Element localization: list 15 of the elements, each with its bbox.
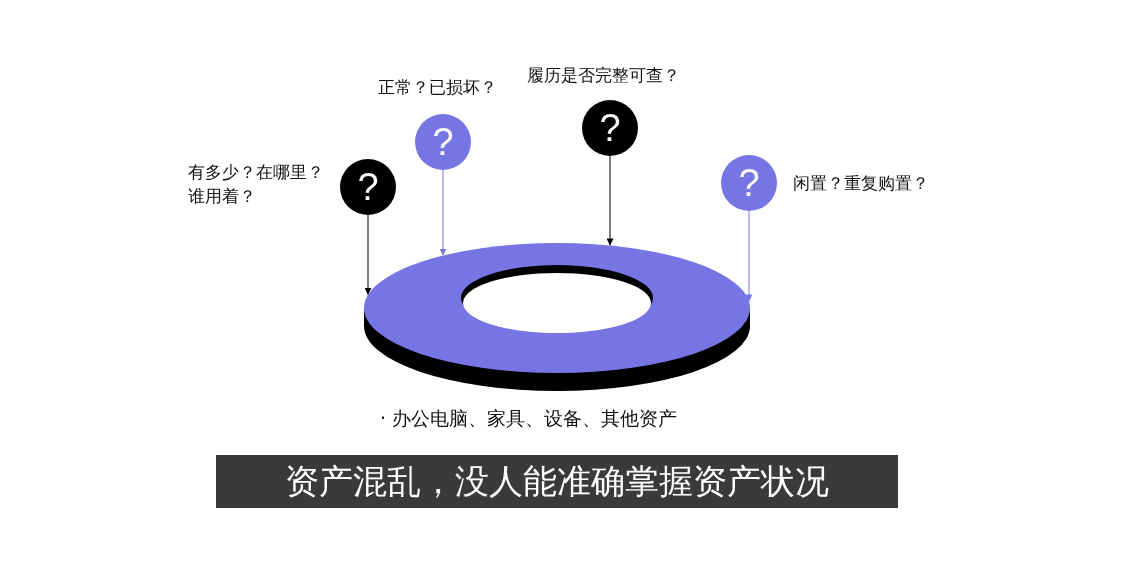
question-circle: ? xyxy=(340,159,396,215)
ring-drawing xyxy=(363,242,753,392)
arrow xyxy=(606,155,614,246)
question-text: 有多少？在哪里？谁用着？ xyxy=(188,161,325,208)
arrow xyxy=(364,214,372,296)
question-text: 正常？已损坏？ xyxy=(378,76,498,99)
arrow xyxy=(745,210,753,302)
question-text: 履历是否完整可查？ xyxy=(527,64,681,87)
title-banner: 资产混乱，没人能准确掌握资产状况 xyxy=(216,455,898,508)
bullet-caption: · 办公电脑、家具、设备、其他资产 xyxy=(380,406,679,430)
arrow xyxy=(439,169,447,257)
question-circle: ? xyxy=(721,155,777,211)
question-text: 闲置？重复购置？ xyxy=(793,172,930,195)
question-circle: ? xyxy=(415,114,471,170)
question-circle: ? xyxy=(582,100,638,156)
